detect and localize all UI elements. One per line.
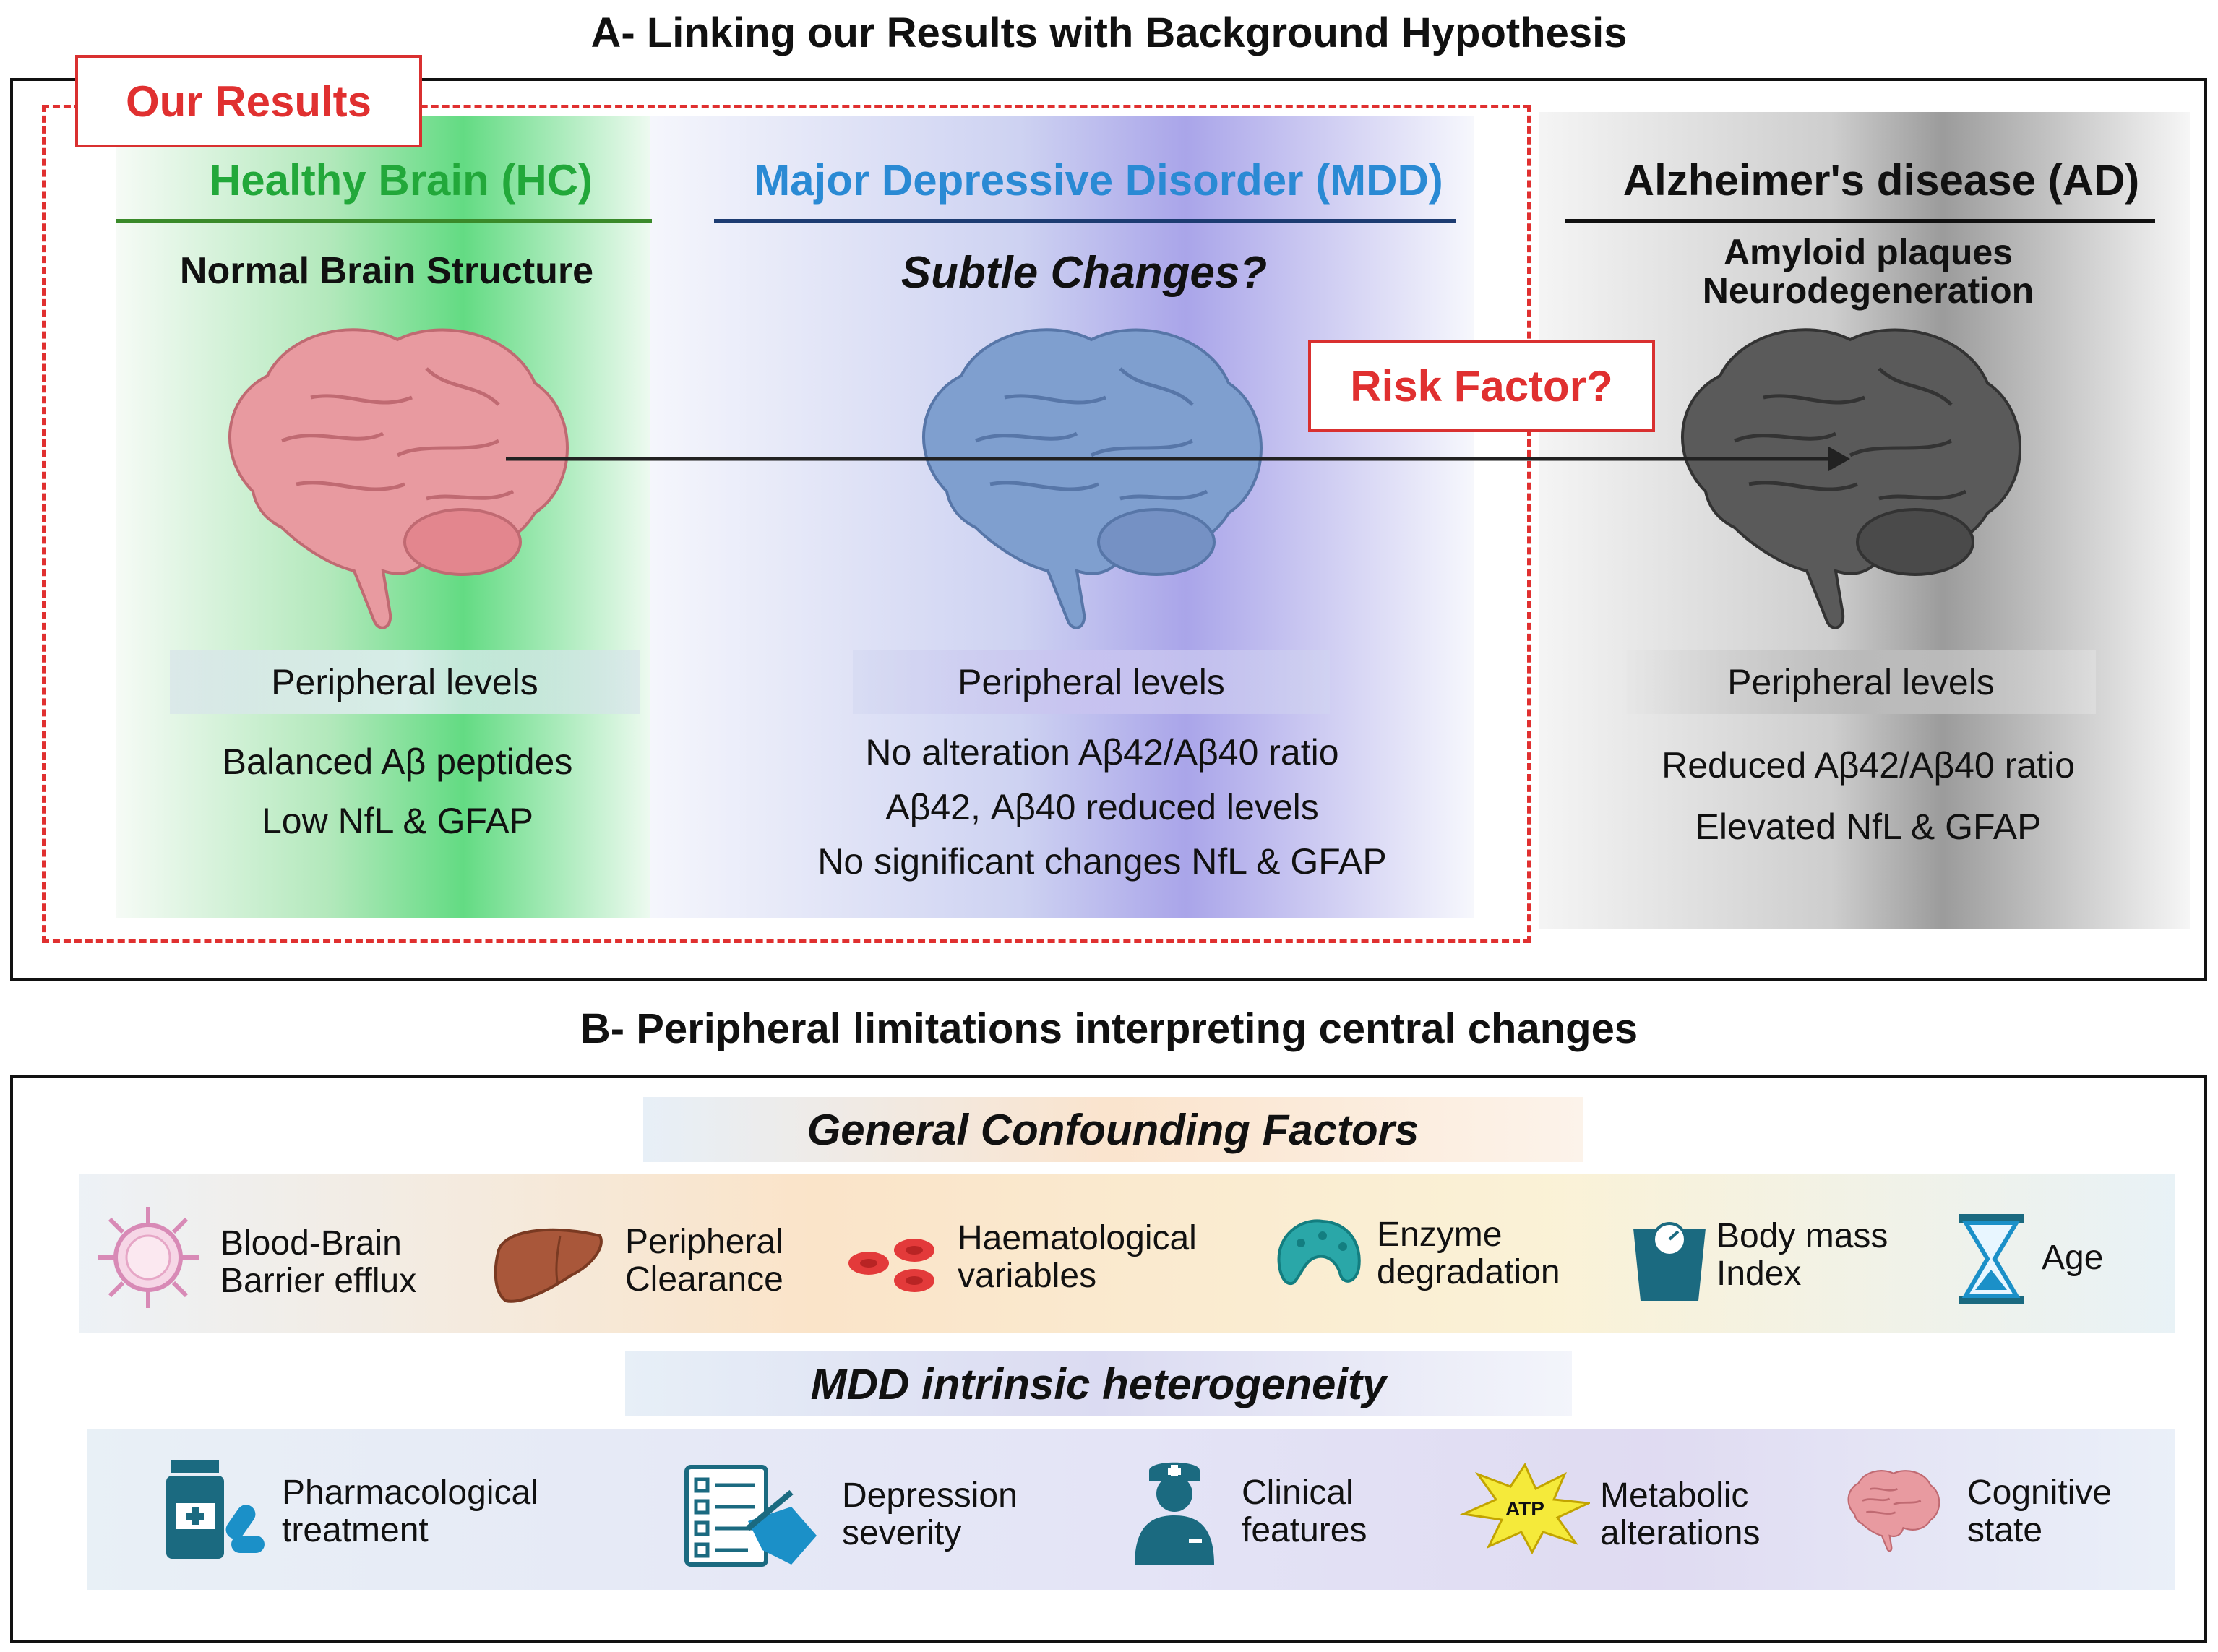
- hc-finding: Balanced Aβ peptides: [222, 741, 573, 782]
- mdd-factors-band: [87, 1429, 2175, 1590]
- mdd-brain-icon: [922, 328, 1263, 629]
- panel-b-frame: [10, 1075, 2207, 1643]
- brain-icon: [1847, 1470, 1940, 1552]
- enzyme-icon: [1277, 1219, 1361, 1286]
- ad-brain-icon: [1681, 328, 2021, 629]
- ad-underline: [1565, 219, 2155, 223]
- checklist-icon: [684, 1465, 817, 1567]
- ad-heading: Alzheimer's disease (AD): [1622, 156, 2140, 205]
- panel-a-title: A- Linking our Results with Background H…: [590, 9, 1628, 56]
- mdd-underline: [714, 219, 1456, 223]
- red-blood-cells-icon: [848, 1239, 934, 1292]
- progression-arrow: [506, 447, 1850, 471]
- risk-factor-label: Risk Factor?: [1308, 340, 1655, 432]
- mdd-finding: No alteration Aβ42/Aβ40 ratio: [865, 732, 1339, 773]
- atp-badge-text: ATP: [1505, 1497, 1544, 1520]
- ad-peripheral-levels: Peripheral levels: [1626, 650, 2096, 714]
- blood-brain-barrier-icon: [98, 1207, 199, 1308]
- ad-finding: Elevated NfL & GFAP: [1695, 806, 2042, 847]
- mdd-heading: Major Depressive Disorder (MDD): [754, 156, 1443, 205]
- liver-icon: [494, 1228, 603, 1303]
- mdd-subtitle: Subtle Changes?: [900, 248, 1268, 298]
- panel-a-frame: [10, 78, 2207, 981]
- atp-icon: ATP: [1460, 1463, 1590, 1554]
- our-results-label: Our Results: [75, 55, 422, 147]
- ad-subtitle-1: Amyloid plaques: [1723, 232, 2013, 272]
- mdd-finding: No significant changes NfL & GFAP: [817, 841, 1387, 882]
- mdd-finding: Aβ42, Aβ40 reduced levels: [885, 787, 1319, 827]
- ad-finding: Reduced Aβ42/Aβ40 ratio: [1662, 745, 2075, 786]
- panel-b-title: B- Peripheral limitations interpreting c…: [580, 1005, 1638, 1052]
- medication-icon: [166, 1460, 265, 1559]
- mdd-peripheral-levels: Peripheral levels: [853, 650, 1330, 714]
- doctor-icon: [1135, 1462, 1214, 1565]
- hourglass-icon: [1959, 1214, 2024, 1304]
- factor-label: Age: [2042, 1239, 2104, 1277]
- general-confounding-title: General Confounding Factors: [643, 1097, 1583, 1162]
- weight-scale-icon: [1633, 1222, 1706, 1301]
- hc-subtitle: Normal Brain Structure: [179, 250, 594, 292]
- hc-heading: Healthy Brain (HC): [209, 156, 593, 205]
- ad-subtitle-2: Neurodegeneration: [1702, 270, 2034, 311]
- hc-brain-icon: [228, 328, 569, 629]
- hc-peripheral-levels: Peripheral levels: [170, 650, 640, 714]
- general-factors-band: [79, 1174, 2175, 1333]
- hc-underline: [116, 219, 652, 223]
- our-results-region: [42, 105, 1531, 943]
- mdd-heterogeneity-title: MDD intrinsic heterogeneity: [625, 1351, 1572, 1416]
- hc-finding: Low NfL & GFAP: [261, 801, 534, 841]
